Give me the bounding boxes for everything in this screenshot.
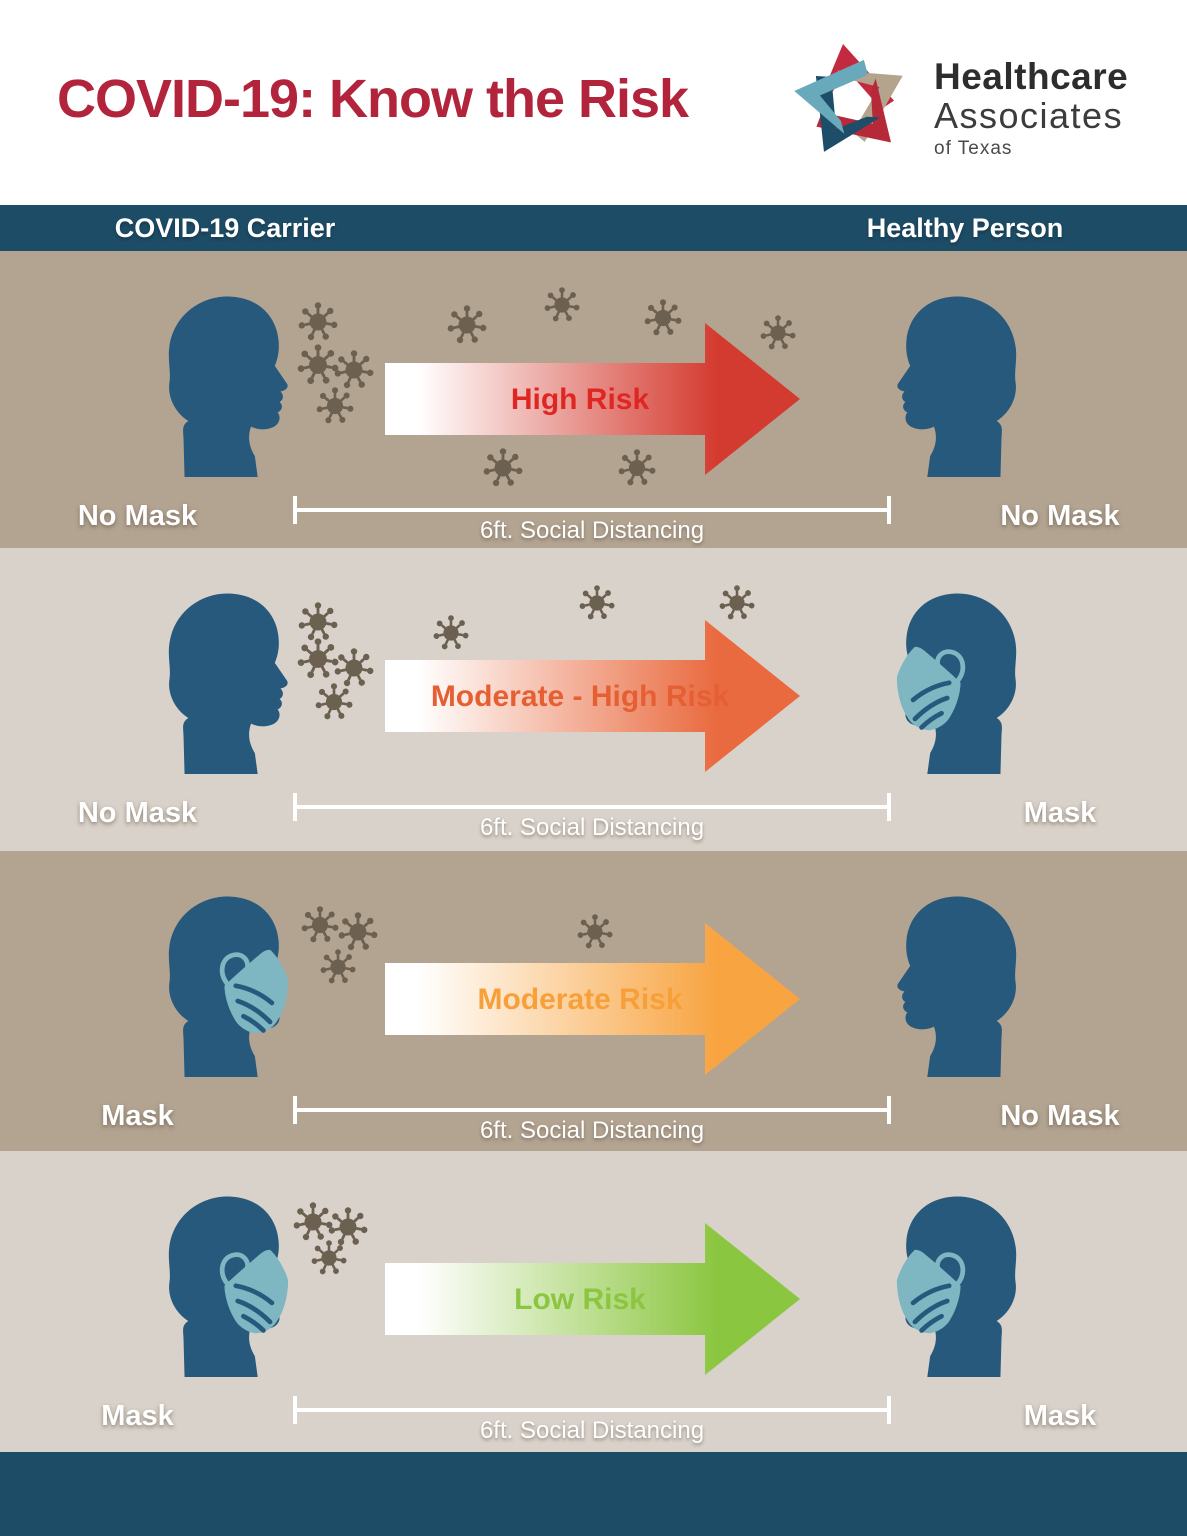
healthy-mask-label: No Mask <box>1000 1100 1120 1132</box>
logo-line-healthcare: Healthcare <box>934 56 1129 97</box>
footer-bar <box>0 1452 1187 1536</box>
distance-line <box>293 496 891 524</box>
distance-line <box>293 1396 891 1424</box>
healthcare-associates-logo: Healthcare Associates of Texas <box>786 30 1156 180</box>
risk-row-moderate: Moderate Risk Mask No Mask 6ft. Social D… <box>0 851 1187 1151</box>
header: COVID-19: Know the Risk Healthcare Assoc… <box>0 0 1187 205</box>
logo-star-icon <box>786 38 916 166</box>
distance-line <box>293 793 891 821</box>
logo-text: Healthcare Associates of Texas <box>934 58 1128 158</box>
healthy-mask-label: Mask <box>1023 797 1097 829</box>
distance-label: 6ft. Social Distancing <box>479 1117 705 1144</box>
distance-label: 6ft. Social Distancing <box>479 1417 705 1444</box>
carrier-head <box>168 593 288 774</box>
healthy-mask-label: No Mask <box>1000 500 1120 532</box>
column-healthy-person: Healthy Person <box>866 213 1064 243</box>
page-title: COVID-19: Know the Risk <box>57 69 689 129</box>
carrier-head <box>168 296 288 477</box>
carrier-mask-label: Mask <box>101 1100 174 1132</box>
distance-line <box>293 1096 891 1124</box>
risk-arrow <box>385 923 800 1075</box>
distance-label: 6ft. Social Distancing <box>479 814 705 841</box>
risk-row-high: High Risk No Mask No Mask 6ft. Social Di… <box>0 251 1187 548</box>
risk-label: Moderate Risk <box>477 983 683 1016</box>
healthy-head <box>897 896 1017 1077</box>
carrier-mask-label: No Mask <box>77 500 198 532</box>
risk-label: Moderate - High Risk <box>430 680 730 713</box>
column-covid-carrier: COVID-19 Carrier <box>114 213 336 243</box>
healthy-head <box>897 296 1017 477</box>
carrier-mask-label: Mask <box>101 1400 174 1432</box>
column-header-bar: COVID-19 Carrier Healthy Person <box>0 205 1187 251</box>
risk-label: High Risk <box>510 383 650 416</box>
risk-label: Low Risk <box>514 1283 646 1316</box>
healthy-head <box>890 593 1017 774</box>
risk-arrow <box>385 620 800 772</box>
risk-row-moderate-high: Moderate - High Risk No Mask Mask 6ft. S… <box>0 548 1187 851</box>
healthy-head <box>890 1196 1017 1377</box>
distance-label: 6ft. Social Distancing <box>479 517 705 544</box>
logo-line-of-texas: of Texas <box>934 138 1013 159</box>
logo-line-associates: Associates <box>934 95 1124 136</box>
risk-arrow <box>385 323 800 475</box>
carrier-mask-label: No Mask <box>77 797 198 829</box>
risk-row-low: Low Risk Mask Mask 6ft. Social Distancin… <box>0 1151 1187 1452</box>
carrier-head <box>168 896 295 1077</box>
healthy-mask-label: Mask <box>1023 1400 1097 1432</box>
carrier-head <box>168 1196 295 1377</box>
risk-arrow <box>385 1223 800 1375</box>
